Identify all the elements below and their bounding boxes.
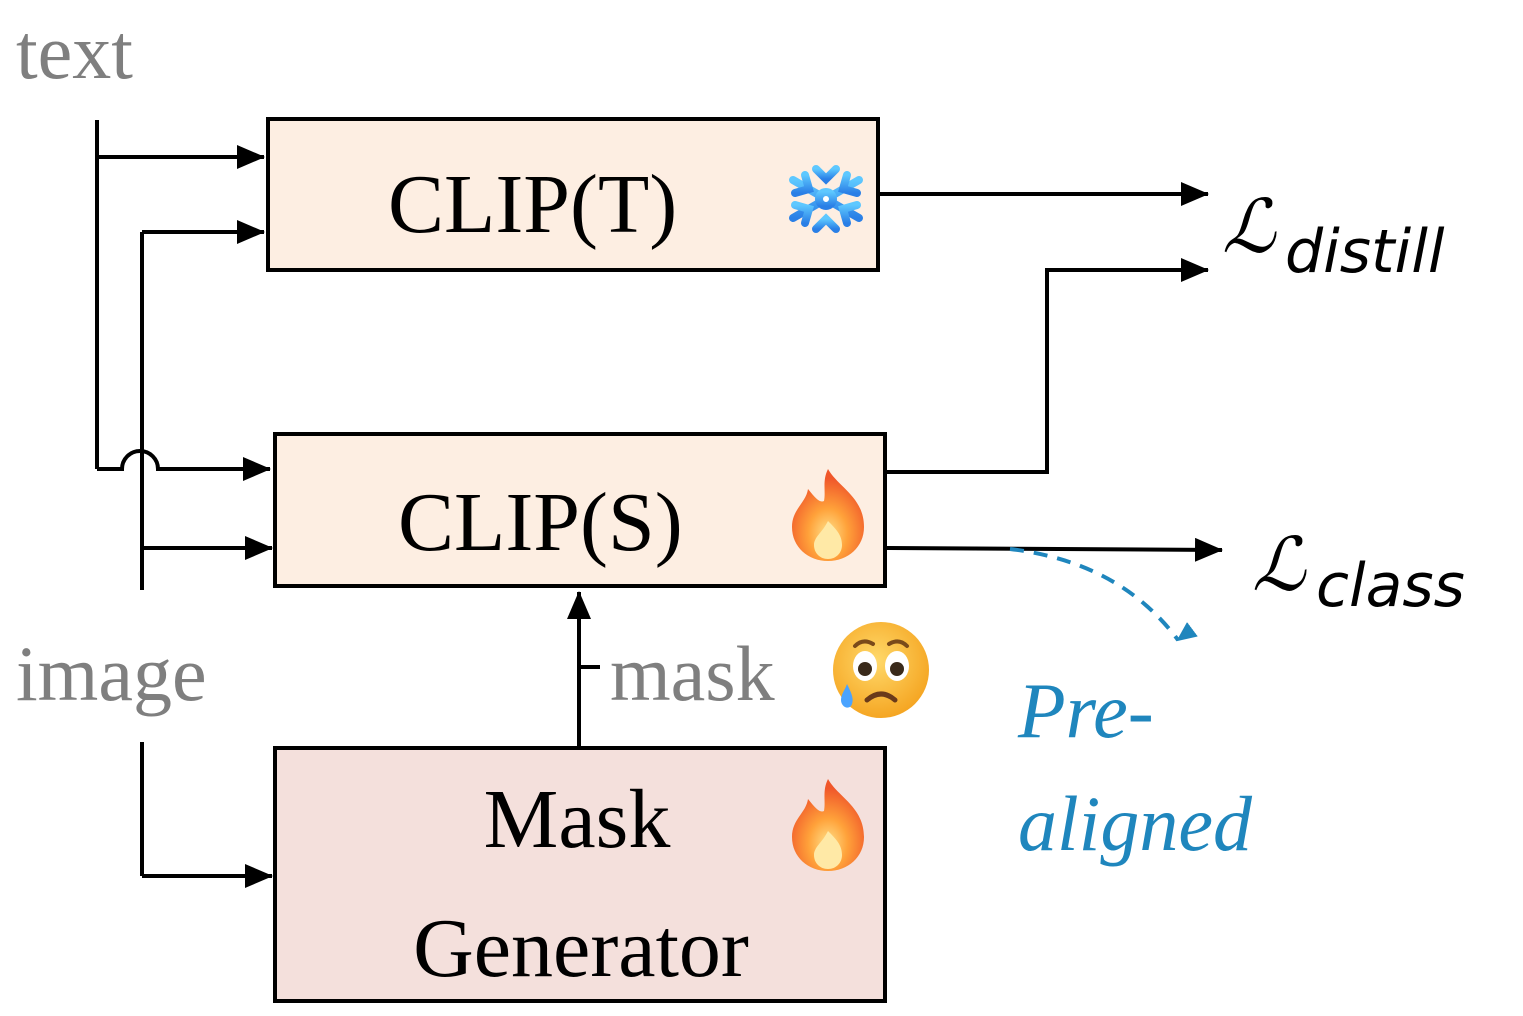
snowflake-icon (789, 157, 863, 241)
mask-generator-box: Mask Generator (273, 746, 887, 1003)
class-loss-symbol: ℒ (1252, 522, 1307, 608)
distill-loss-label: ℒ distill (1222, 184, 1445, 287)
fire-icon (792, 469, 864, 561)
distill-loss-symbol: ℒ (1222, 184, 1277, 270)
mask-generator-label-line2: Generator (413, 902, 749, 995)
fire-icon (792, 779, 864, 871)
mask-connector (567, 591, 600, 746)
image-connectors (140, 220, 273, 888)
anxious-face-icon (833, 622, 929, 718)
image-input-label: image (16, 630, 207, 717)
teacher-clip-box: CLIP(T) (266, 117, 880, 272)
class-loss-subscript: class (1316, 551, 1465, 621)
teacher-clip-label: CLIP(T) (388, 158, 677, 251)
pre-aligned-note-line2: aligned (1018, 780, 1253, 867)
distill-loss-subscript: distill (1285, 217, 1445, 287)
class-loss-label: ℒ class (1252, 522, 1465, 621)
output-connectors (880, 182, 1223, 562)
text-connectors (95, 120, 271, 481)
mask-generator-label-line1: Mask (484, 773, 671, 866)
pre-aligned-arrow (1009, 547, 1198, 642)
text-input-label: text (16, 8, 133, 95)
pre-aligned-note-line1: Pre- (1017, 667, 1154, 754)
student-clip-box: CLIP(S) (273, 432, 887, 588)
mask-label: mask (610, 630, 775, 717)
student-clip-label: CLIP(S) (398, 476, 683, 569)
